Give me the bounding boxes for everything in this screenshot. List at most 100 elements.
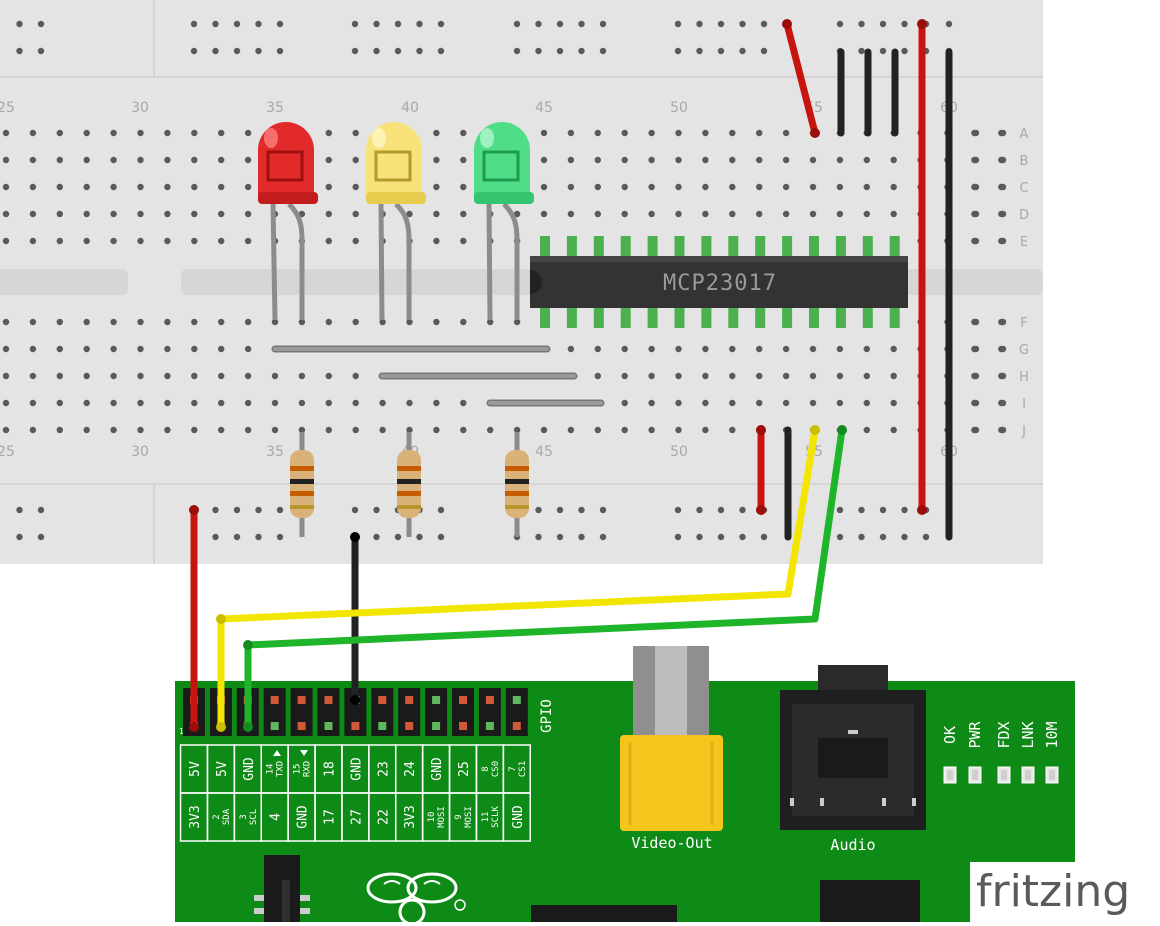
led-lead (378, 203, 385, 321)
hole (460, 129, 467, 137)
tx-arrow-icon (273, 750, 281, 756)
chip-pin (809, 306, 819, 328)
rail-hole (437, 533, 445, 541)
hole (756, 183, 763, 191)
hole (836, 399, 844, 407)
status-led-inner (1025, 770, 1031, 780)
hole (999, 129, 1007, 137)
rail-hole (879, 47, 887, 55)
chip-pin (782, 236, 793, 258)
gpio-pin[interactable] (405, 696, 414, 704)
hole (137, 156, 144, 164)
hole (29, 399, 37, 407)
rail-hole (16, 506, 23, 514)
rail-hole (556, 506, 564, 514)
hole (83, 372, 90, 380)
gpio-pin[interactable] (378, 696, 387, 704)
led-lead (287, 202, 305, 320)
chip-pin (889, 306, 900, 328)
hole (809, 372, 817, 380)
gpio-pin[interactable] (351, 722, 360, 730)
gpio-pin[interactable] (485, 722, 494, 730)
hole (621, 156, 628, 164)
rail-hole (556, 533, 564, 541)
rail-hole (901, 47, 908, 55)
gpio-pin[interactable] (324, 696, 333, 704)
gpio-pin[interactable] (405, 722, 414, 730)
audio-jack[interactable] (780, 665, 926, 830)
hole (433, 210, 440, 218)
gpio-pin[interactable] (297, 722, 306, 730)
gpio-pin[interactable] (432, 696, 441, 704)
hole (675, 210, 682, 218)
led-green[interactable] (474, 122, 534, 204)
video-out-label: Video-Out (631, 834, 712, 852)
led-leads (270, 202, 520, 321)
led-red[interactable] (258, 122, 318, 204)
gpio-pin[interactable] (378, 722, 387, 730)
red-wire[interactable] (783, 20, 819, 137)
hole (648, 210, 655, 218)
hole (999, 399, 1007, 407)
hole (137, 372, 144, 380)
video-out-jack[interactable] (620, 646, 723, 831)
resistor-1[interactable] (290, 432, 314, 537)
mcp23017-chip[interactable]: MCP23017 (530, 236, 908, 328)
hole (29, 183, 37, 191)
hole (433, 426, 440, 434)
rail-hole (513, 47, 521, 55)
hole (56, 399, 63, 407)
gpio-pin[interactable] (297, 696, 306, 704)
rail-hole (578, 506, 585, 514)
hole (729, 210, 736, 218)
hole (110, 129, 117, 137)
hole (271, 318, 279, 326)
hole (460, 210, 467, 218)
yellow-wire-sda[interactable] (217, 426, 819, 731)
pi-connector-pin (254, 908, 264, 914)
hole (379, 318, 386, 326)
chip-pin (647, 306, 658, 328)
gpio-pin[interactable] (459, 722, 467, 730)
hole (218, 237, 225, 245)
resistor-3[interactable] (505, 432, 529, 537)
gpio-pin[interactable] (270, 696, 279, 704)
hole (756, 345, 763, 353)
rail-hole (373, 533, 380, 541)
gpio-pin[interactable] (270, 722, 279, 730)
resistor-2[interactable] (397, 432, 421, 537)
hole (110, 345, 117, 353)
hole (137, 210, 144, 218)
gpio-pin[interactable] (432, 722, 441, 730)
gpio-pin[interactable] (324, 722, 333, 730)
hole (325, 156, 332, 164)
gpio-pin[interactable] (512, 722, 521, 730)
resistor-band (505, 479, 529, 484)
gpio-pin-number: 3 (239, 814, 249, 819)
hole (729, 129, 736, 137)
hole (648, 372, 655, 380)
chip-pin (620, 306, 631, 328)
hole (56, 237, 63, 245)
rail-hole (535, 533, 542, 541)
gpio-pin[interactable] (512, 696, 521, 704)
hole (972, 399, 980, 407)
hole (675, 426, 682, 434)
rail-hole (233, 506, 241, 514)
green-wire-scl[interactable] (244, 426, 846, 731)
hole (83, 210, 90, 218)
hole (702, 210, 709, 218)
hole (271, 372, 279, 380)
gpio-pin[interactable] (459, 696, 467, 704)
hole (567, 210, 575, 218)
hole (244, 129, 252, 137)
rail-hole (760, 47, 768, 55)
hole (352, 156, 359, 164)
led-yellow[interactable] (366, 122, 426, 204)
rail-hole (879, 533, 887, 541)
hole (191, 399, 198, 407)
gpio-pin[interactable] (485, 696, 494, 704)
hole (621, 210, 628, 218)
